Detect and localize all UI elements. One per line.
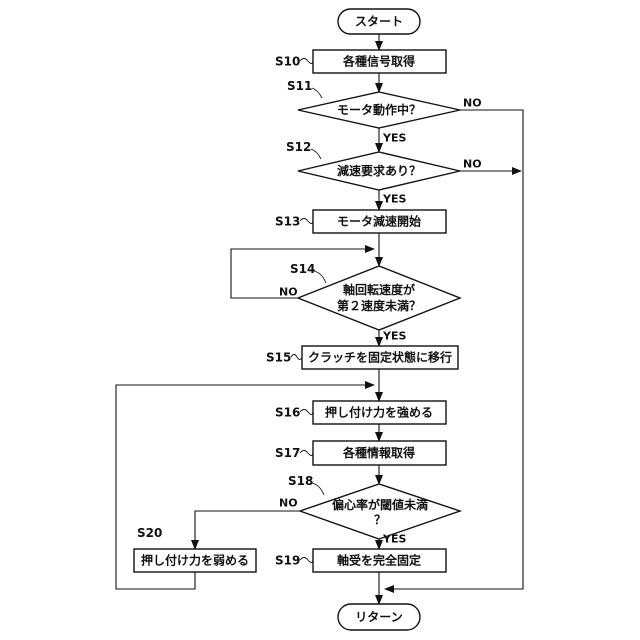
- s16-leader: [300, 410, 313, 415]
- s13-leader: [300, 219, 313, 224]
- end-label: リターン: [355, 610, 402, 624]
- s13-text: モータ減速開始: [337, 214, 421, 229]
- s18-leader: [312, 483, 324, 495]
- s11-leader: [312, 88, 322, 98]
- s12-no-label: NO: [463, 158, 482, 171]
- s14-yes-label: YES: [382, 330, 406, 343]
- s15-id: S15: [266, 351, 291, 365]
- s12-yes-label: YES: [382, 193, 406, 206]
- s19-text: 軸受を完全固定: [337, 553, 421, 568]
- s14-diamond: [298, 266, 460, 330]
- s11-text: モータ動作中？: [337, 102, 421, 117]
- s11-id: S11: [287, 79, 312, 93]
- s18-text-line2: ？: [374, 513, 386, 527]
- s11-yes-label: YES: [382, 132, 406, 145]
- s13-id: S13: [275, 215, 300, 229]
- s14-id: S14: [290, 262, 315, 276]
- s20-id: S20: [137, 526, 162, 540]
- start-label: スタート: [355, 15, 403, 29]
- s18-no-label: NO: [279, 497, 298, 510]
- s11-no-label: NO: [463, 97, 482, 110]
- s10-id: S10: [275, 55, 300, 69]
- s18-yes-label: YES: [382, 533, 406, 546]
- s14-text-line1: 軸回転速度が: [343, 282, 415, 297]
- s16-text: 押し付け力を強める: [325, 405, 433, 420]
- s14-text-line2: 第２速度未満？: [337, 298, 421, 313]
- s17-text: 各種情報取得: [342, 445, 415, 460]
- s14-no-label: NO: [279, 286, 298, 299]
- s12-leader: [311, 149, 321, 159]
- s12-id: S12: [286, 140, 311, 154]
- s10-leader: [300, 59, 313, 64]
- s10-text: 各種信号取得: [342, 54, 415, 69]
- s19-leader: [300, 558, 313, 563]
- s18-text-line1: 偏心率が閾値未満: [332, 497, 428, 512]
- s15-leader: [291, 355, 302, 360]
- s12-text: 減速要求あり？: [337, 163, 421, 178]
- s17-id: S17: [275, 446, 300, 460]
- edge-s18-no: [195, 511, 300, 549]
- s17-leader: [300, 451, 313, 456]
- s18-id: S18: [288, 474, 313, 488]
- s20-text: 押し付け力を弱める: [141, 553, 249, 568]
- s16-id: S16: [275, 406, 300, 420]
- s19-id: S19: [275, 554, 300, 568]
- s14-leader: [314, 271, 326, 283]
- s15-text: クラッチを固定状態に移行: [308, 350, 452, 365]
